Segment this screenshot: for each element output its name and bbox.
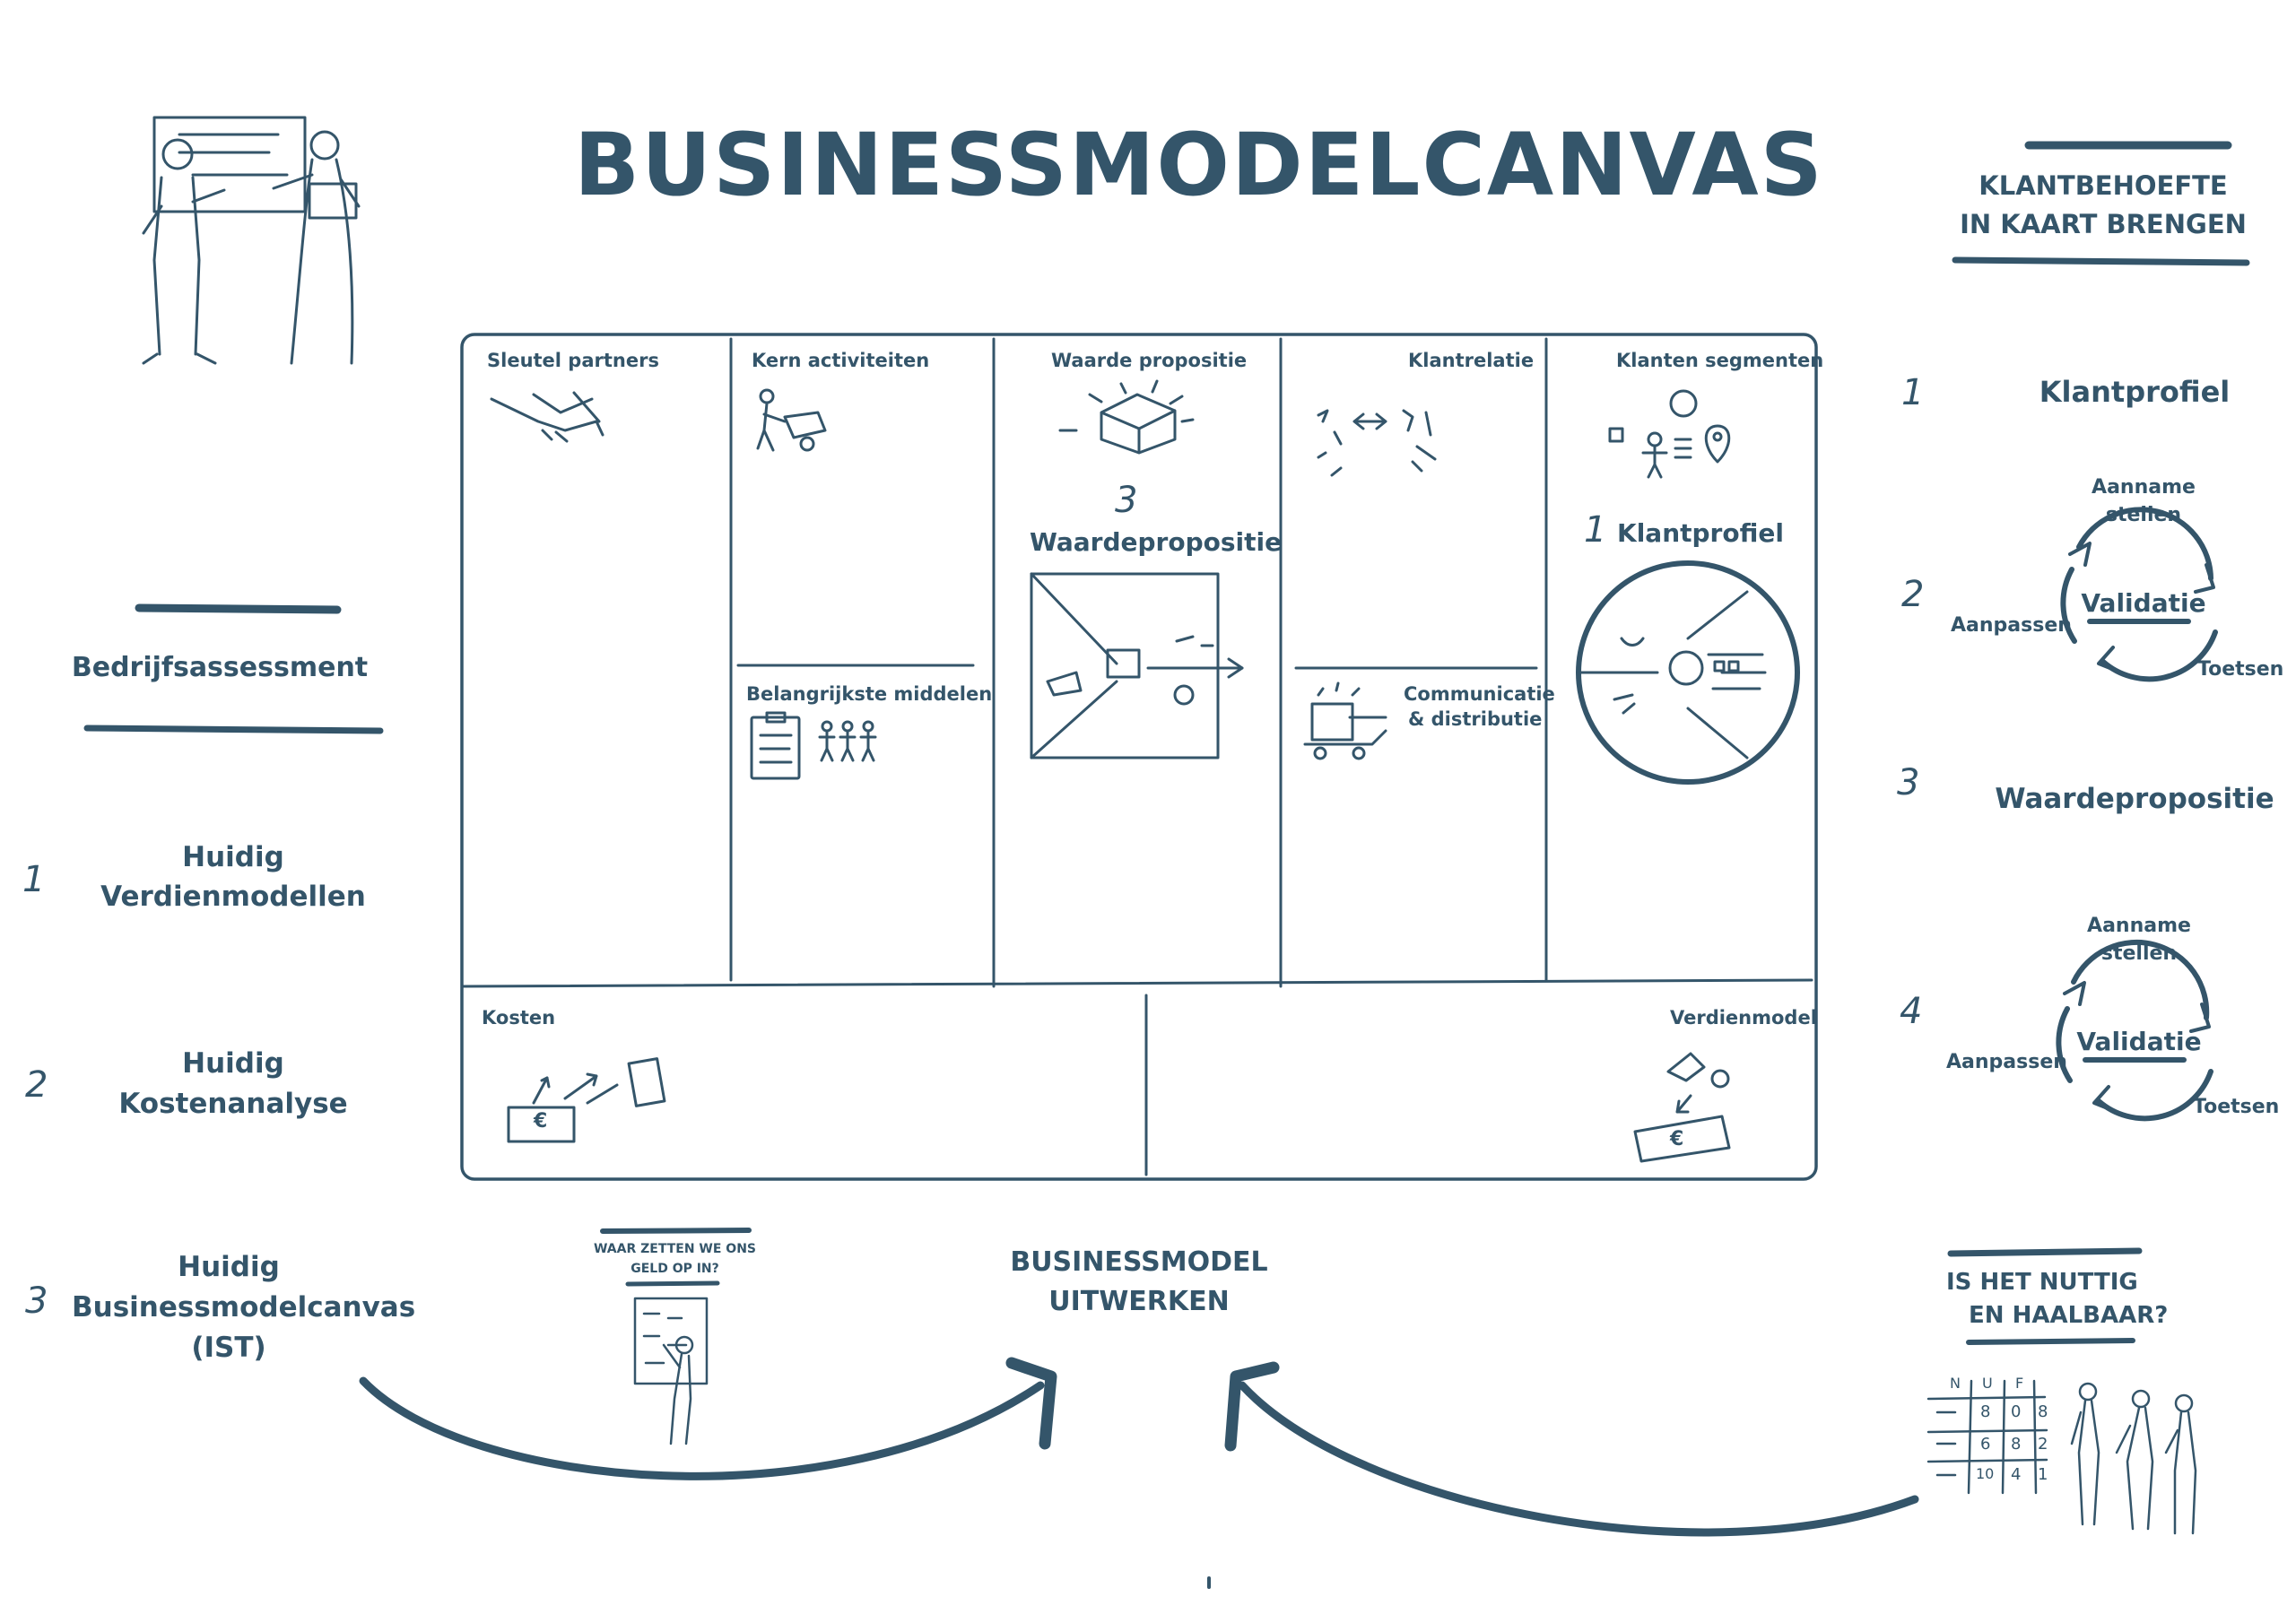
currency-symbol: € <box>1670 1128 1684 1150</box>
cell-label-revenue: Verdienmodel <box>1670 1007 1817 1028</box>
cycle-2-top-line1: Aanname <box>2087 915 2191 937</box>
left-step-3-line3: (IST) <box>191 1332 266 1364</box>
table-cell: 1 <box>2038 1465 2048 1484</box>
customer-profile-circle <box>1576 560 1800 785</box>
right-step-3-label: Waardepropositie <box>1995 783 2274 815</box>
cell-label-resources: Belangrijkste middelen <box>746 683 993 705</box>
delivery-cart-icon <box>1303 681 1387 760</box>
cell-label-costs: Kosten <box>482 1007 556 1028</box>
revenue-icon <box>1633 1052 1731 1163</box>
table-cell: 6 <box>1980 1435 1991 1454</box>
right-heading-line1: KLANTBEHOEFTE <box>1979 170 2228 201</box>
feasibility-line2: EN HAALBAAR? <box>1969 1302 2169 1329</box>
value-box-icon <box>1058 379 1195 455</box>
table-cell: 8 <box>2038 1402 2048 1421</box>
left-step-3-num: 3 <box>25 1280 48 1322</box>
handshake-icon <box>490 391 604 443</box>
customer-relation-icon <box>1317 409 1437 477</box>
bottom-center-line1: BUSINESSMODEL <box>1010 1246 1268 1278</box>
table-cell: 10 <box>1976 1465 1995 1482</box>
feasibility-line1: IS HET NUTTIG <box>1946 1269 2138 1296</box>
cell-label-channels-line1: Communicatie <box>1404 683 1555 705</box>
cycle-2-right: Toetsen <box>2193 1096 2280 1118</box>
planning-board-illustration <box>633 1297 709 1445</box>
table-cell: 8 <box>1980 1402 1991 1421</box>
cell-label-segments: Klanten segmenten <box>1616 350 1824 371</box>
cycle-1-top-line1: Aanname <box>2092 476 2196 499</box>
cycle-1-center: Validatie <box>2081 588 2206 618</box>
team-illustration <box>2070 1382 2197 1535</box>
segment-step-num: 1 <box>1584 509 1607 551</box>
left-step-1-num: 1 <box>22 859 46 900</box>
table-cell: 8 <box>2011 1435 2022 1454</box>
cell-label-activities: Kern activiteiten <box>752 350 930 371</box>
right-heading-line2: IN KAART BRENGEN <box>1960 209 2247 239</box>
table-header-u: U <box>1982 1375 1993 1392</box>
clipboard-icon <box>750 711 801 780</box>
left-step-3-line2: Businessmodelcanvas <box>72 1291 416 1324</box>
left-step-3-line1: Huidig <box>178 1251 280 1283</box>
canvas-frame <box>460 333 1818 1181</box>
cell-label-value: Waarde propositie <box>1051 350 1248 371</box>
value-step-label: Waardepropositie <box>1030 527 1283 557</box>
left-step-1-line2: Verdienmodellen <box>100 881 366 913</box>
bottom-center-line2: UITWERKEN <box>1048 1286 1230 1317</box>
cycle-2-left: Aanpassen <box>1946 1051 2067 1073</box>
costs-icon <box>507 1057 666 1143</box>
right-step-1-label: Klantprofiel <box>2039 375 2231 409</box>
wheelbarrow-worker-icon <box>756 388 827 452</box>
cell-label-relations: Klantrelatie <box>1408 350 1535 371</box>
segment-step-label: Klantprofiel <box>1617 518 1784 548</box>
table-header-f: F <box>2015 1375 2024 1392</box>
cycle-1-right: Toetsen <box>2197 658 2284 681</box>
right-step-4-num: 4 <box>1900 991 1923 1032</box>
right-step-3-num: 3 <box>1897 762 1920 803</box>
cycle-2-top-line2: stellen <box>2100 942 2178 965</box>
people-resources-icon <box>818 720 877 762</box>
left-step-1-line1: Huidig <box>182 841 284 873</box>
left-heading: Bedrijfsassessment <box>71 652 369 683</box>
table-cell: 2 <box>2038 1435 2048 1454</box>
table-header-n: N <box>1950 1375 1961 1392</box>
validation-cycle-1 <box>2060 507 2218 682</box>
value-proposition-square <box>1030 572 1244 759</box>
cycle-1-left: Aanpassen <box>1951 614 2072 637</box>
left-step-2-num: 2 <box>25 1064 48 1106</box>
value-step-num: 3 <box>1115 480 1138 521</box>
right-step-2-num: 2 <box>1901 574 1925 615</box>
cycle-2-center: Validatie <box>2076 1027 2202 1056</box>
presentation-illustration <box>142 116 361 365</box>
page-title: BUSINESSMODELCANVAS <box>574 115 1824 215</box>
arrow-left-curve <box>359 1376 1045 1480</box>
cell-label-partners: Sleutel partners <box>487 350 659 371</box>
arrow-right-curve <box>1238 1381 1919 1537</box>
left-step-2-line1: Huidig <box>182 1047 284 1080</box>
table-cell: 0 <box>2011 1402 2022 1421</box>
right-step-1-num: 1 <box>1901 372 1925 413</box>
currency-symbol: € <box>534 1110 548 1133</box>
table-cell: 4 <box>2011 1465 2022 1484</box>
evaluation-table <box>1926 1379 2048 1495</box>
cycle-1-top-line2: stellen <box>2105 504 2182 526</box>
validation-cycle-2 <box>2056 939 2213 1122</box>
customer-segments-icon <box>1608 389 1731 479</box>
left-step-2-line2: Kostenanalyse <box>118 1088 348 1120</box>
cell-label-channels-line2: & distributie <box>1408 708 1543 730</box>
question-line2: GELD OP IN? <box>631 1262 719 1276</box>
question-line1: WAAR ZETTEN WE ONS <box>593 1242 756 1256</box>
